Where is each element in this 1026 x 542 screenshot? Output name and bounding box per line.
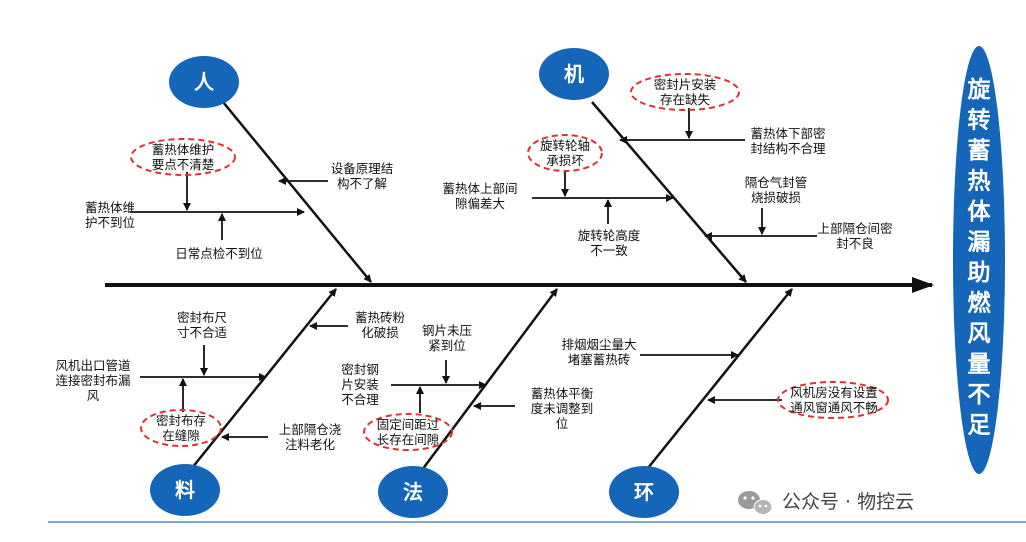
cause-machine-lower-seal: 蓄热体下部密封结构不合理 xyxy=(750,126,826,156)
svg-text:法: 法 xyxy=(403,480,423,504)
svg-text:料: 料 xyxy=(175,478,195,502)
cause-person-daily-check: 日常点检不到位 xyxy=(175,246,263,261)
highlight-material-cloth-gap xyxy=(140,409,222,447)
highlight-method-fixed-spacing xyxy=(363,413,453,451)
cause-method-steel-press: 钢片未压紧到位 xyxy=(422,323,472,353)
category-person: 人 xyxy=(169,56,239,108)
cause-person-maintenance-unclear: 蓄热体维护要点不清楚 xyxy=(152,142,215,172)
cause-env-fan-room: 风机房没有设置通风窗通风不畅 xyxy=(790,385,878,415)
cause-person-maintenance: 蓄热体维护不到位 xyxy=(85,200,135,230)
cause-material-castable: 上部隔仓浇注料老化 xyxy=(279,422,342,452)
watermark: 公众号 · 物控云 xyxy=(738,491,914,515)
cause-env-dust: 排烟烟尘量大堵塞蓄热砖 xyxy=(561,337,636,367)
cause-machine-isolation-pipe: 隔仓气封管烧损破损 xyxy=(745,175,808,205)
category-method: 法 xyxy=(378,466,448,518)
highlight-machine-bearing xyxy=(527,134,603,172)
svg-text:人: 人 xyxy=(194,70,215,94)
svg-text:环: 环 xyxy=(634,480,654,504)
cause-person-principle: 设备原理结构不了解 xyxy=(331,161,394,191)
cause-machine-bearing: 旋转轮轴承损坏 xyxy=(540,138,590,168)
wechat-icon xyxy=(738,491,773,515)
bone-machine xyxy=(591,101,747,283)
cause-machine-height: 旋转轮高度不一致 xyxy=(578,228,641,258)
category-machine: 机 xyxy=(539,48,609,100)
category-environment: 环 xyxy=(609,466,679,518)
cause-method-steel-install: 密封钢片安装不合理 xyxy=(341,362,379,407)
highlight-person-unclear xyxy=(130,138,236,176)
watermark-text: 公众号 · 物控云 xyxy=(782,491,914,513)
bone-method xyxy=(420,288,559,471)
highlight-machine-seal-install xyxy=(630,73,740,111)
bone-environment xyxy=(647,288,793,469)
cause-machine-upper-seal: 上部隔仓间密封不良 xyxy=(817,221,892,251)
cause-machine-gap: 蓄热体上部间隙偏差大 xyxy=(442,181,517,211)
svg-text:机: 机 xyxy=(564,62,584,86)
cause-method-balance: 蓄热体平衡度未调整到位 xyxy=(531,386,594,431)
cause-material-brick: 蓄热砖粉化破损 xyxy=(355,310,406,340)
cause-method-fixed-spacing: 固定间距过长存在间隙 xyxy=(377,417,440,447)
cause-machine-seal-install: 密封片安装存在缺失 xyxy=(654,77,717,107)
category-material: 料 xyxy=(150,464,220,516)
effect-title-text: 旋转蓄热体漏助燃风量不足 xyxy=(968,76,992,439)
cause-material-cloth-size: 密封布尺寸不合适 xyxy=(177,310,227,340)
bone-person xyxy=(222,101,372,283)
cause-material-fan-outlet: 风机出口管道连接密封布漏风 xyxy=(55,358,131,403)
effect-title: 旋转蓄热体漏助燃风量不足 xyxy=(953,46,1005,474)
highlight-env-fan-room xyxy=(777,381,889,419)
cause-material-cloth-gap: 密封布存在缝隙 xyxy=(156,413,206,443)
cause-labels: 蓄热体维护要点不清楚设备原理结构不了解蓄热体维护不到位日常点检不到位 密封片安装存… xyxy=(55,77,892,452)
